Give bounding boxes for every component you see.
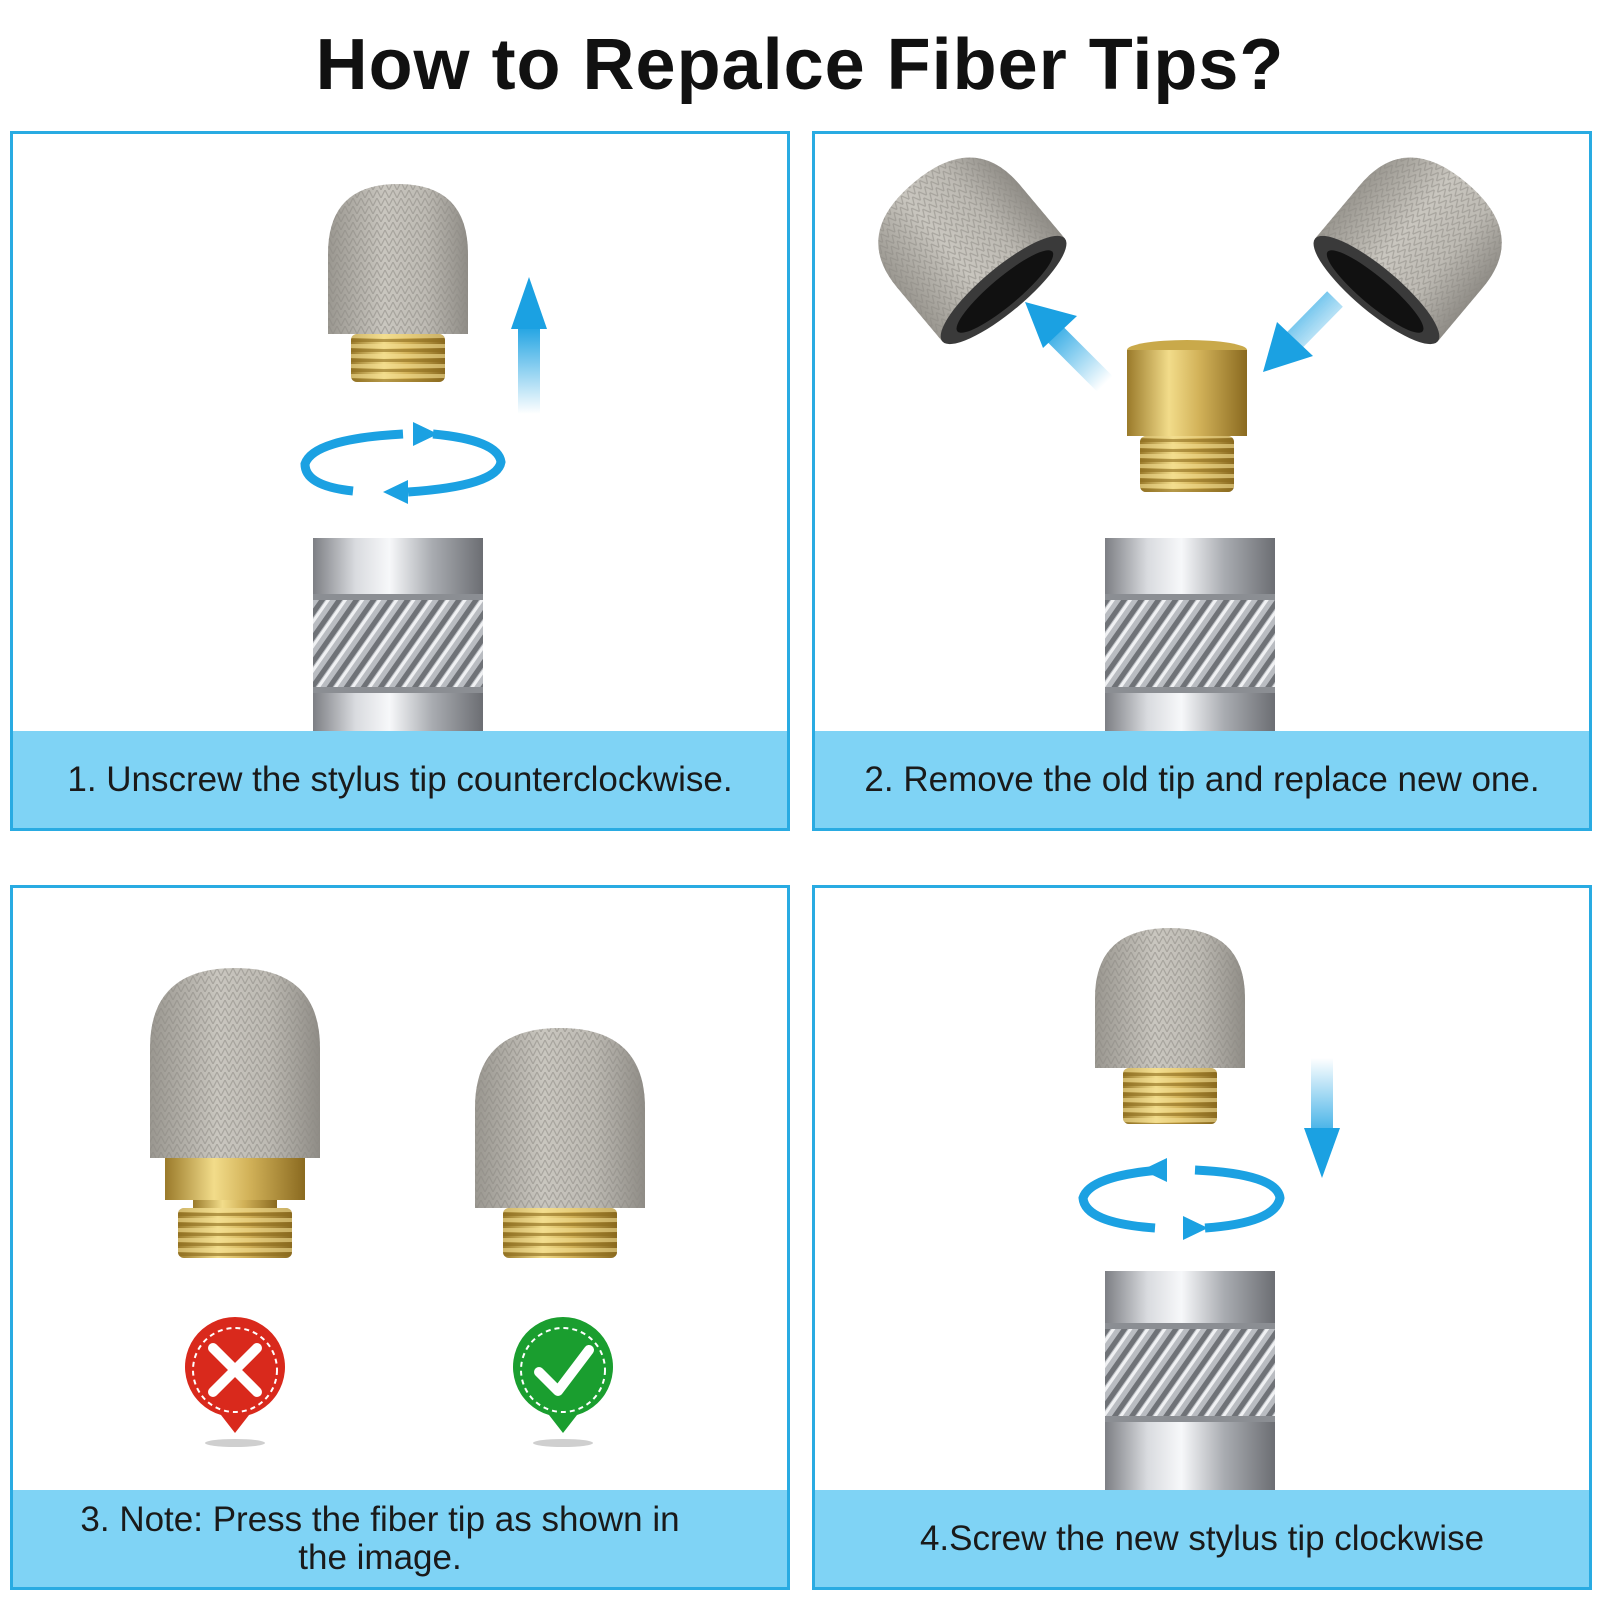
- old-fiber-tip-icon: [878, 157, 1067, 345]
- brass-ferrule-icon: [1127, 340, 1247, 492]
- step-1-caption: 1. Unscrew the stylus tip counterclockwi…: [13, 731, 787, 828]
- brass-thread-icon: [351, 334, 445, 382]
- arrow-out-icon: [1025, 302, 1113, 392]
- step-3-panel: 3. Note: Press the fiber tip as shown in…: [10, 885, 790, 1590]
- step-1-panel: 1. Unscrew the stylus tip counterclockwi…: [10, 131, 790, 831]
- brass-thread-icon: [1123, 1068, 1217, 1124]
- up-arrow-icon: [511, 277, 547, 414]
- stylus-barrel-icon: [1105, 1271, 1275, 1498]
- rotate-arrows-icon: [300, 422, 506, 504]
- wrong-fiber-tip-icon: [150, 968, 320, 1258]
- fiber-tip-icon: [1095, 928, 1245, 1068]
- page-title: How to Repalce Fiber Tips?: [315, 25, 1285, 105]
- step-3-illustration: [150, 968, 645, 1447]
- wrong-badge-icon: [185, 1317, 285, 1447]
- step-2-caption: 2. Remove the old tip and replace new on…: [815, 731, 1589, 828]
- fiber-tip-icon: [328, 184, 468, 334]
- step-4-illustration: [1078, 928, 1340, 1498]
- correct-badge-icon: [513, 1317, 613, 1447]
- stylus-barrel-icon: [313, 538, 483, 744]
- correct-fiber-tip-icon: [475, 1028, 645, 1258]
- down-arrow-icon: [1304, 1058, 1340, 1178]
- step-3-caption: 3. Note: Press the fiber tip as shown in…: [13, 1490, 787, 1587]
- step-1-illustration: [300, 184, 547, 744]
- stylus-barrel-icon: [1105, 538, 1275, 744]
- step-2-panel: 2. Remove the old tip and replace new on…: [812, 131, 1592, 831]
- arrow-in-icon: [1263, 291, 1343, 372]
- step-2-illustration: [878, 157, 1502, 744]
- step-4-panel: 4.Screw the new stylus tip clockwise: [812, 885, 1592, 1590]
- new-fiber-tip-icon: [1313, 157, 1502, 345]
- rotate-arrows-icon: [1078, 1158, 1285, 1240]
- step-4-caption: 4.Screw the new stylus tip clockwise: [815, 1490, 1589, 1587]
